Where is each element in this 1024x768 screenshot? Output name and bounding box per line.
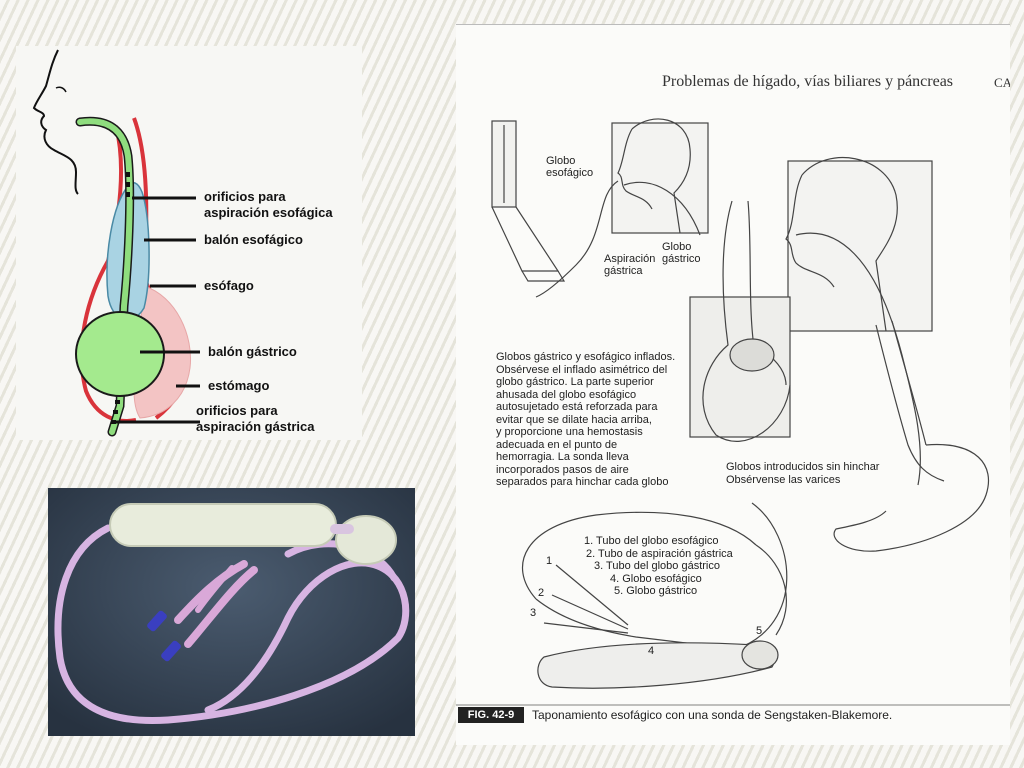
- leader-lines: [114, 196, 200, 424]
- photo-gastric-balloon: [335, 515, 397, 565]
- diagram-number-2: 2: [538, 587, 545, 599]
- tube-legend: 1. Tubo del globo esofágico 2. Tubo de a…: [584, 535, 733, 597]
- label-esophageal-aspiration-1: orificios para: [204, 189, 286, 204]
- label-aspiracion-gastrica: Aspiración gástrica: [604, 253, 656, 277]
- label-globo-esofagico: Globo esofágico: [546, 155, 594, 179]
- manometer-illustration: [491, 120, 566, 282]
- tube-photo-illustration: [48, 488, 415, 736]
- esophageal-tube-diagram: orificios para aspiración esofágica baló…: [16, 46, 362, 440]
- port-cap-1: [147, 610, 167, 632]
- textbook-illustrations: [456, 118, 1010, 706]
- label-esophageal-balloon: balón esofágico: [204, 232, 303, 247]
- esophageal-aspiration-holes: [126, 172, 130, 197]
- diagram-number-5: 5: [756, 625, 763, 637]
- branch-2: [184, 566, 258, 648]
- diagram-number-3: 3: [530, 607, 537, 619]
- diagram-number-4: 4: [648, 645, 655, 657]
- inflated-description: Globos gástrico y esofágico inflados. Ob…: [496, 351, 676, 488]
- esophagus-varices-illustration: [833, 320, 990, 552]
- label-esophagus: esófago: [204, 278, 254, 293]
- tube-photo: [48, 488, 415, 736]
- label-stomach: estómago: [208, 378, 270, 393]
- gastric-balloon: [75, 311, 165, 397]
- label-gastric-aspiration-2: aspiración gástrica: [196, 419, 315, 434]
- branch-1: [174, 560, 248, 624]
- textbook-page: Problemas de hígado, vías biliares y pán…: [456, 24, 1010, 745]
- branch-3: [195, 565, 235, 613]
- gastric-aspiration-holes: [111, 400, 120, 424]
- esophagus-wall-left: [79, 125, 137, 423]
- diagram-number-1: 1: [546, 555, 553, 567]
- label-gastric-aspiration-1: orificios para: [196, 403, 278, 418]
- uninflated-description: Globos introducidos sin hinchar Obsérven…: [726, 461, 880, 486]
- photo-connector: [330, 524, 354, 534]
- head-small-illustration: [535, 118, 709, 298]
- stomach-inflated-illustration: [689, 200, 791, 442]
- tube-diagram-illustration: [521, 502, 788, 689]
- page-title: Problemas de hígado, vías biliares y pán…: [662, 73, 954, 90]
- port-cap-2: [161, 640, 181, 662]
- tube-loop: [54, 524, 410, 725]
- photo-esophageal-balloon: [109, 503, 337, 547]
- label-globo-gastrico: Globo gástrico: [662, 241, 701, 265]
- face-profile: [32, 49, 79, 195]
- page-corner-text: CA: [994, 75, 1010, 90]
- diagram-illustration: [32, 49, 200, 437]
- label-esophageal-aspiration-2: aspiración esofágica: [204, 205, 333, 220]
- label-gastric-balloon: balón gástrico: [208, 344, 297, 359]
- figure-caption: Taponamiento esofágico con una sonda de …: [532, 708, 893, 722]
- eye-line: [55, 86, 67, 93]
- head-large-illustration: [785, 157, 933, 486]
- figure-number: FIG. 42-9: [458, 707, 524, 723]
